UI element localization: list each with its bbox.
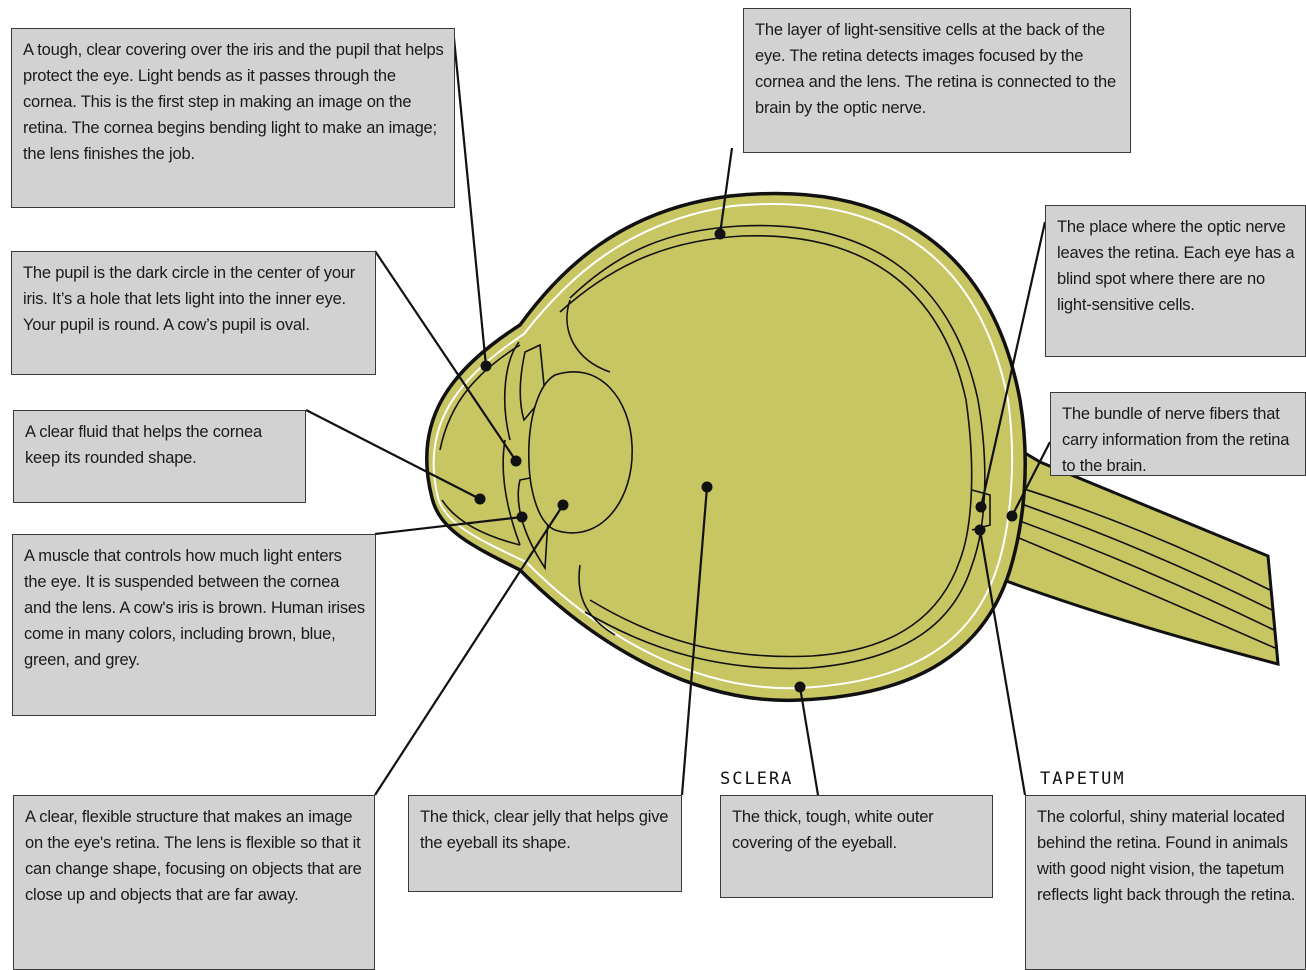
pupil-callout: The pupil is the dark circle in the cent… bbox=[11, 251, 376, 375]
eyeball-shape bbox=[424, 191, 1027, 703]
tapetum-callout: The colorful, shiny material located beh… bbox=[1025, 795, 1306, 970]
dot-vitreous-humor bbox=[701, 481, 713, 493]
blind-spot-callout: The place where the optic nerve leaves t… bbox=[1045, 205, 1306, 357]
sclera-heading: SCLERA bbox=[720, 769, 794, 789]
cornea-callout: A tough, clear covering over the iris an… bbox=[11, 28, 455, 208]
optic-nerve-fibers bbox=[994, 479, 1276, 649]
aqueous-humor-callout: A clear fluid that helps the cornea keep… bbox=[13, 410, 306, 503]
tapetum-heading: TAPETUM bbox=[1040, 769, 1126, 789]
lens-shape bbox=[528, 371, 633, 534]
dot-cornea bbox=[480, 360, 492, 372]
optic-nerve-callout: The bundle of nerve fibers that carry in… bbox=[1050, 392, 1306, 476]
dot-sclera bbox=[794, 681, 806, 693]
vitreous-humor-callout: The thick, clear jelly that helps give t… bbox=[408, 795, 682, 892]
dot-optic-nerve bbox=[1006, 510, 1018, 522]
eye-layers bbox=[432, 202, 1014, 690]
dot-pupil bbox=[510, 455, 522, 467]
dot-retina bbox=[714, 228, 726, 240]
iris-callout: A muscle that controls how much light en… bbox=[12, 534, 376, 716]
leader-lines bbox=[305, 27, 1051, 796]
dot-aqueous-humor bbox=[474, 493, 486, 505]
retina-callout: The layer of light-sensitive cells at th… bbox=[743, 8, 1131, 153]
dot-iris bbox=[516, 511, 528, 523]
ciliary-body bbox=[566, 299, 616, 636]
lens-callout: A clear, flexible structure that makes a… bbox=[13, 795, 375, 970]
dot-tapetum bbox=[974, 524, 986, 536]
sclera-callout: The thick, tough, white outer covering o… bbox=[720, 795, 993, 898]
dot-lens bbox=[557, 499, 569, 511]
dot-blind-spot bbox=[975, 501, 987, 513]
pointer-dots bbox=[474, 228, 1018, 693]
